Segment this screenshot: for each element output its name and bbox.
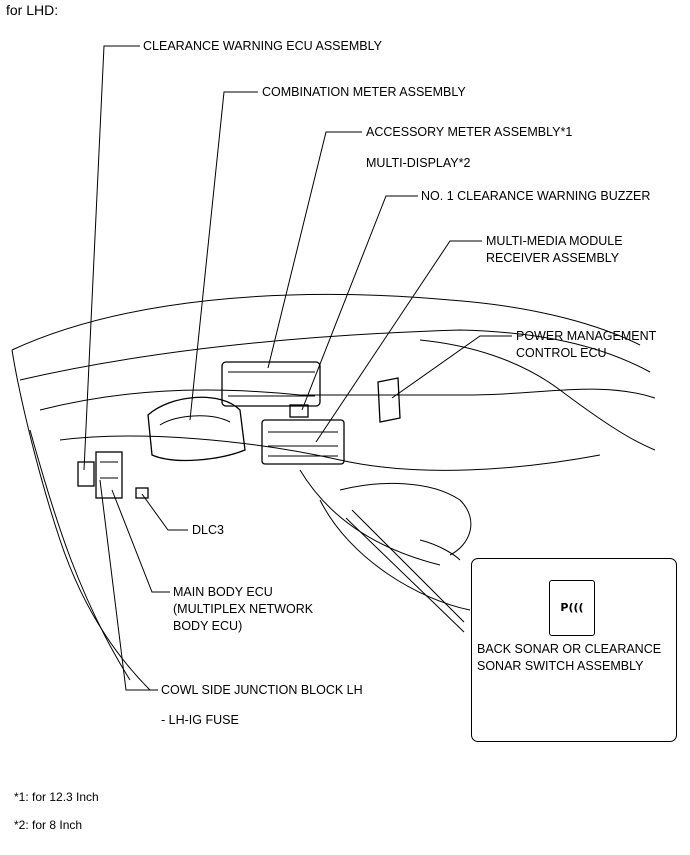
label-main-body-line3: BODY ECU) xyxy=(173,619,243,633)
leader-accessory-meter xyxy=(267,131,362,369)
console-armrest xyxy=(339,482,472,556)
leader-power-mgmt xyxy=(391,335,512,399)
label-power-mgmt-line1: POWER MANAGEMENT xyxy=(516,329,657,343)
label-clearance-warning-ecu: CLEARANCE WARNING ECU ASSEMBLY xyxy=(143,39,382,53)
leader-dlc3 xyxy=(141,493,188,531)
label-clearance-buzzer: NO. 1 CLEARANCE WARNING BUZZER xyxy=(421,189,651,203)
leader-multimedia xyxy=(315,240,482,443)
power-mgmt-ecu-part xyxy=(377,377,401,423)
gauge-cluster xyxy=(147,396,246,462)
label-sonar-line2: SONAR SWITCH ASSEMBLY xyxy=(477,659,644,673)
dash-top-line xyxy=(19,329,651,381)
label-dlc3: DLC3 xyxy=(192,523,224,537)
floor-line xyxy=(419,539,461,561)
dash-lower-line xyxy=(59,435,601,471)
label-sonar-line1: BACK SONAR OR CLEARANCE xyxy=(477,642,662,656)
label-multimedia-line2: RECEIVER ASSEMBLY xyxy=(486,251,620,265)
clearance-ecu-part xyxy=(77,461,95,487)
leader-main-body xyxy=(111,489,170,593)
switch-icon-text: P((( xyxy=(560,601,584,614)
main-body-ecu-part xyxy=(95,451,123,499)
label-lh-ig-fuse: - LH-IG FUSE xyxy=(161,713,239,727)
console-base xyxy=(319,499,471,611)
leader-buzzer xyxy=(301,195,418,411)
label-main-body-line2: (MULTIPLEX NETWORK xyxy=(173,602,314,616)
door-line xyxy=(29,429,131,681)
receiver-unit xyxy=(261,419,345,465)
leader-combination-meter xyxy=(189,91,258,421)
leader-cowl-side xyxy=(99,479,158,691)
leader-sonar xyxy=(351,509,465,623)
diagram-heading: for LHD: xyxy=(6,2,59,18)
label-multimedia-line1: MULTI-MEDIA MODULE xyxy=(486,234,623,248)
footnote-1: *1: for 12.3 Inch xyxy=(14,790,99,804)
label-main-body-line1: MAIN BODY ECU xyxy=(173,585,273,599)
sonar-switch-icon: P((( xyxy=(549,580,595,636)
dlc3-part xyxy=(135,487,149,499)
label-power-mgmt-line2: CONTROL ECU xyxy=(516,346,607,360)
left-pillar xyxy=(11,349,151,691)
sonar-switch-callout xyxy=(471,558,677,742)
buzzer-part xyxy=(289,404,309,418)
footnote-2: *2: for 8 Inch xyxy=(14,818,83,832)
label-combination-meter: COMBINATION METER ASSEMBLY xyxy=(262,85,466,99)
accessory-display xyxy=(221,361,321,407)
leader-clearance-ecu xyxy=(83,45,140,471)
dash-front-line xyxy=(39,388,656,411)
label-multi-display: MULTI-DISPLAY*2 xyxy=(366,156,471,170)
label-cowl-side: COWL SIDE JUNCTION BLOCK LH xyxy=(161,683,363,697)
windshield-edge xyxy=(11,293,641,351)
right-dash-edge xyxy=(419,339,656,451)
label-accessory-meter: ACCESSORY METER ASSEMBLY*1 xyxy=(366,125,573,139)
